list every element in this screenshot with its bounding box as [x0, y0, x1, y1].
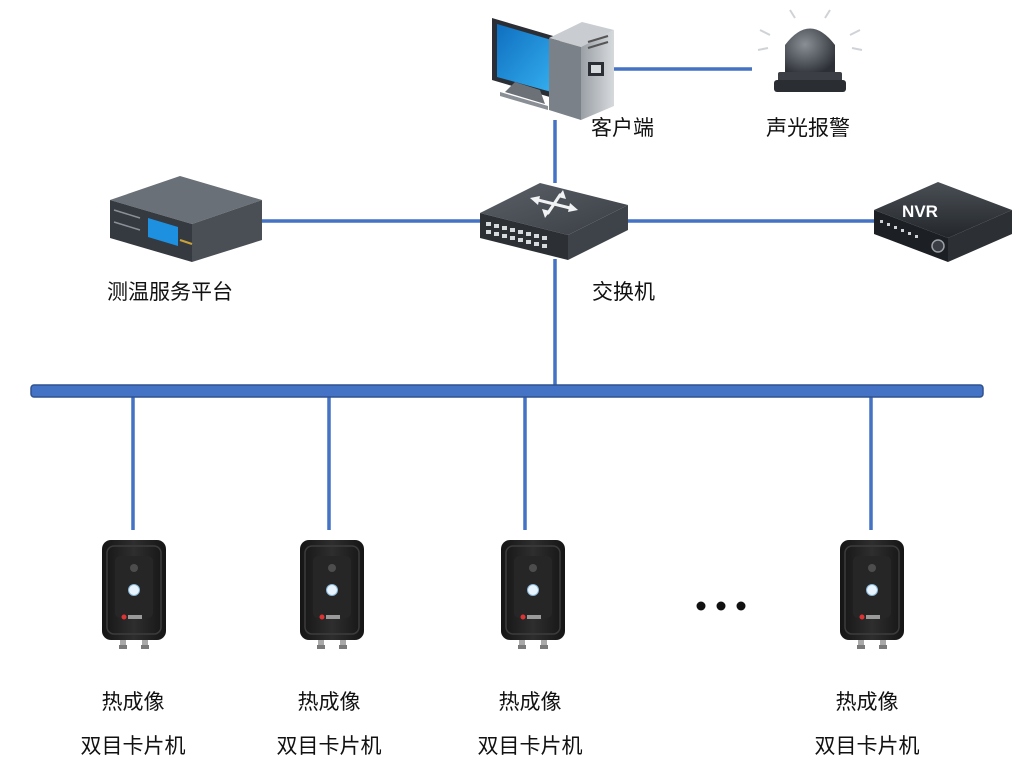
camera-4-line1: 热成像: [835, 690, 899, 714]
platform-server-icon: [110, 176, 262, 262]
thermal-camera-icon-3: [501, 540, 565, 649]
nvr-device-icon: NVR: [874, 182, 1012, 262]
camera-4-line2: 双目卡片机: [814, 734, 920, 758]
thermal-camera-icon-1: [102, 540, 166, 649]
camera-label-4: 热成像 双目卡片机: [787, 680, 947, 768]
camera-2-line1: 热成像: [297, 690, 361, 714]
alarm-beacon-icon: [757, 9, 863, 92]
camera-device-icons: [102, 540, 904, 649]
camera-1-line2: 双目卡片机: [80, 734, 186, 758]
network-bus: [30, 384, 984, 398]
client-pc-icon: [492, 18, 614, 120]
thermal-camera-icon-2: [300, 540, 364, 649]
camera-label-2: 热成像 双目卡片机: [249, 680, 409, 768]
camera-2-line2: 双目卡片机: [276, 734, 382, 758]
switch-icon: [480, 183, 628, 260]
nvr-label: NVR: [902, 202, 938, 221]
ellipsis-dots: [696, 601, 746, 611]
camera-3-line1: 热成像: [498, 690, 562, 714]
alarm-label: 声光报警: [766, 116, 850, 140]
camera-label-1: 热成像 双目卡片机: [53, 680, 213, 768]
switch-label: 交换机: [592, 280, 655, 304]
camera-3-line2: 双目卡片机: [477, 734, 583, 758]
camera-label-3: 热成像 双目卡片机: [450, 680, 610, 768]
camera-1-line1: 热成像: [101, 690, 165, 714]
client-label: 客户端: [591, 116, 654, 140]
thermal-camera-icon-4: [840, 540, 904, 649]
platform-label: 测温服务平台: [107, 280, 233, 304]
connection-lines: [131, 67, 874, 530]
